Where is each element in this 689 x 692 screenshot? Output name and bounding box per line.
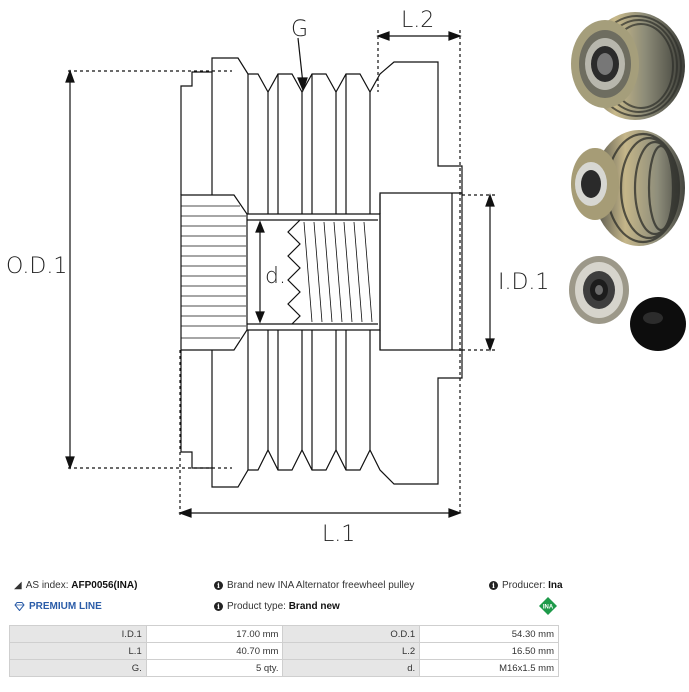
spec-label: L.2: [282, 642, 421, 660]
spec-value: 54.30 mm: [419, 625, 559, 643]
description-line: i Brand new INA Alternator freewheel pul…: [214, 580, 414, 591]
pulley-technical-drawing: G L.2 O.D.1 d. I.D.1 L.1: [6, 8, 549, 545]
product-type-line: i Product type: Brand new: [214, 601, 340, 612]
spec-value: 5 qty.: [145, 659, 284, 677]
spline-lines: [181, 205, 246, 339]
l2-label: L.2: [401, 8, 434, 33]
as-index-label: AS index:: [25, 580, 69, 591]
g-leader: [297, 37, 308, 92]
spec-label: L.1: [9, 642, 147, 660]
spline-hub: [180, 194, 248, 351]
l1-label: L.1: [322, 522, 355, 545]
premium-line-label: PREMIUM LINE: [29, 601, 102, 612]
table-row: L.1 40.70 mm L.2 16.50 mm: [9, 642, 559, 660]
info-icon: i: [489, 581, 498, 590]
ina-brand-logo: INA: [539, 597, 557, 615]
id1-label: I.D.1: [498, 270, 549, 295]
spec-label: I.D.1: [9, 625, 147, 643]
spec-label: O.D.1: [282, 625, 421, 643]
spec-value: M16x1.5 mm: [419, 659, 559, 677]
spec-value: 16.50 mm: [419, 642, 559, 660]
l1-dimension: [178, 350, 462, 518]
bearing-section: [379, 192, 463, 351]
description-text: Brand new INA Alternator freewheel pulle…: [227, 580, 415, 591]
id1-dimension: [462, 193, 496, 352]
producer-label: Producer:: [502, 580, 546, 591]
thread-teeth: [287, 219, 301, 325]
thread-lines: [303, 221, 373, 323]
pulley-photo-front: [571, 12, 685, 120]
product-type-value: Brand new: [288, 601, 340, 612]
as-index-value: AFP0056(INA): [71, 580, 138, 591]
pulley-lower-outline: [180, 350, 463, 488]
table-row: G. 5 qty. d. M16x1.5 mm: [9, 659, 559, 677]
product-type-label: Product type:: [227, 601, 286, 612]
spec-label: d.: [282, 659, 421, 677]
d-dimension: [255, 220, 265, 324]
od1-label: O.D.1: [6, 254, 67, 279]
pulley-photo-side: [571, 130, 685, 246]
svg-text:INA: INA: [543, 605, 554, 611]
producer-line: i Producer: Ina: [489, 580, 563, 591]
spec-value: 40.70 mm: [145, 642, 284, 660]
as-index-line: ◢ AS index: AFP0056(INA): [14, 580, 137, 591]
d-label: d.: [265, 264, 286, 289]
od1-dimension: [65, 69, 232, 470]
spec-label: G.: [9, 659, 147, 677]
l2-dimension: [376, 30, 462, 516]
groove-lines-upper: [211, 72, 371, 214]
diamond-icon: [14, 602, 25, 611]
g-label: G: [291, 17, 308, 42]
tag-icon: ◢: [14, 580, 22, 591]
info-icon: i: [214, 581, 223, 590]
pulley-upper-outline: [180, 57, 463, 195]
spec-value: 17.00 mm: [145, 625, 284, 643]
pulley-photo-with-cap: [569, 256, 686, 351]
spec-table: I.D.1 17.00 mm O.D.1 54.30 mm L.1 40.70 …: [9, 625, 559, 677]
groove-lines-lower: [211, 330, 371, 470]
info-icon: i: [214, 602, 223, 611]
table-row: I.D.1 17.00 mm O.D.1 54.30 mm: [9, 625, 559, 643]
producer-value: Ina: [548, 580, 563, 591]
premium-line: PREMIUM LINE: [14, 601, 102, 612]
